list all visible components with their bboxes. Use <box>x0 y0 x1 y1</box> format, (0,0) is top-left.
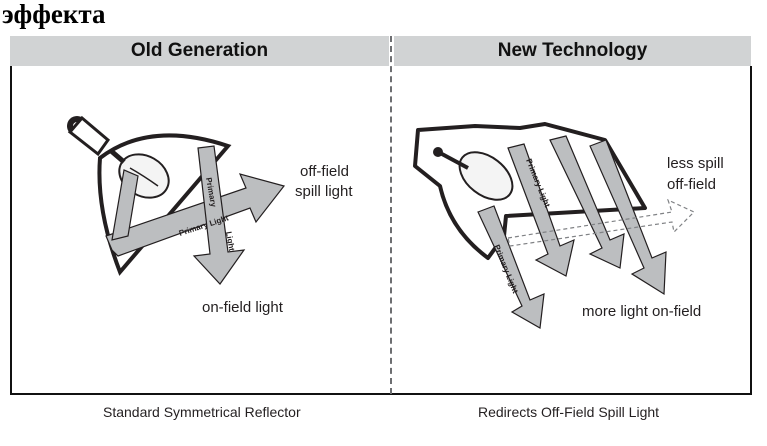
on-field-light-label: on-field light <box>202 299 284 316</box>
reduced-spill-arrow <box>507 198 696 247</box>
diagram-frame <box>10 66 752 395</box>
more-light-label: more light on-field <box>582 303 701 320</box>
right-caption: Redirects Off-Field Spill Light <box>478 404 660 420</box>
light-label: Light <box>224 231 236 252</box>
old-beam-arrows <box>105 145 286 285</box>
new-beam-arrows <box>477 135 667 329</box>
dashed-divider <box>390 36 392 394</box>
off-field-label: off-field <box>300 163 349 180</box>
off-field-right-label: off-field <box>667 176 716 193</box>
new-technology-header: New Technology <box>394 36 751 66</box>
old-generation-header: Old Generation <box>10 36 389 66</box>
spill-light-label: spill light <box>295 183 353 200</box>
less-spill-label: less spill <box>667 155 724 172</box>
left-caption: Standard Symmetrical Reflector <box>103 404 301 420</box>
page-heading: эффекта <box>2 0 106 29</box>
